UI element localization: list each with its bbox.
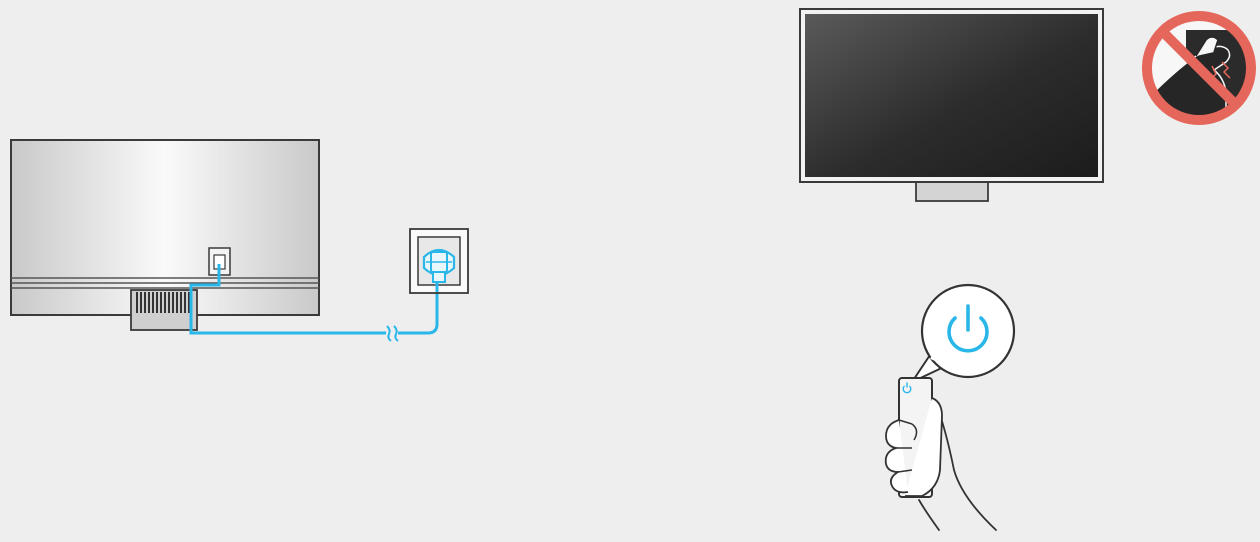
hand-icon <box>884 397 997 531</box>
power-connection-panel <box>10 139 469 342</box>
power-on-panel <box>799 8 1256 531</box>
power-plug-icon <box>422 248 456 292</box>
power-cable <box>189 264 439 342</box>
power-button-callout <box>911 283 1016 383</box>
tv-back-icon <box>10 139 320 331</box>
remote-power-button-icon <box>902 382 912 394</box>
tv-front-icon <box>799 8 1104 202</box>
power-symbol-icon <box>947 304 989 353</box>
no-touch-screen-icon <box>1142 11 1256 125</box>
